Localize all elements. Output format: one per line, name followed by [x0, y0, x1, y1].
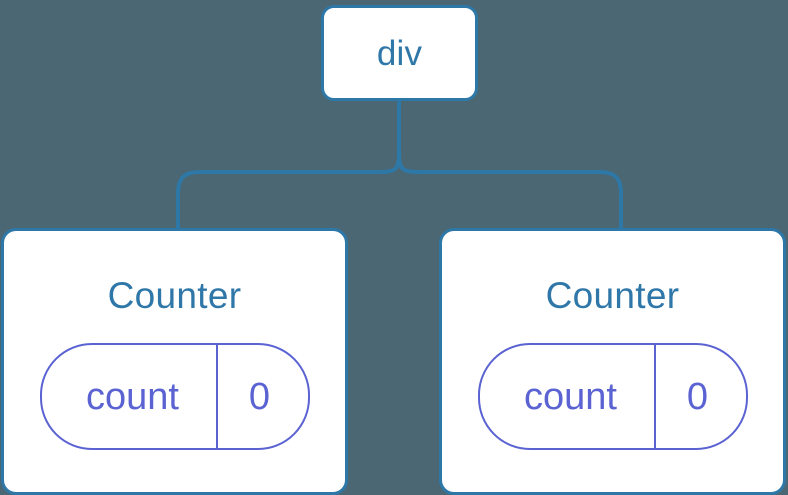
state-pill-divider [653, 345, 656, 448]
state-pill[interactable]: count 0 [39, 343, 310, 450]
component-title: Counter [107, 275, 242, 316]
state-pill[interactable]: count 0 [477, 343, 748, 450]
state-key-label: count [524, 375, 617, 418]
node-root-div[interactable]: div [321, 5, 478, 101]
node-component-counter-0[interactable]: Counter count 0 [1, 228, 348, 495]
node-component-counter-1[interactable]: Counter count 0 [439, 228, 786, 495]
state-pill-divider [215, 345, 218, 448]
state-value-label: 0 [686, 375, 709, 418]
connector-branch-left [176, 149, 401, 230]
state-key-label: count [86, 375, 179, 418]
component-title: Counter [545, 275, 680, 316]
state-value-label: 0 [248, 375, 271, 418]
connector-branch-right [397, 149, 623, 230]
root-node-label: div [376, 33, 423, 73]
